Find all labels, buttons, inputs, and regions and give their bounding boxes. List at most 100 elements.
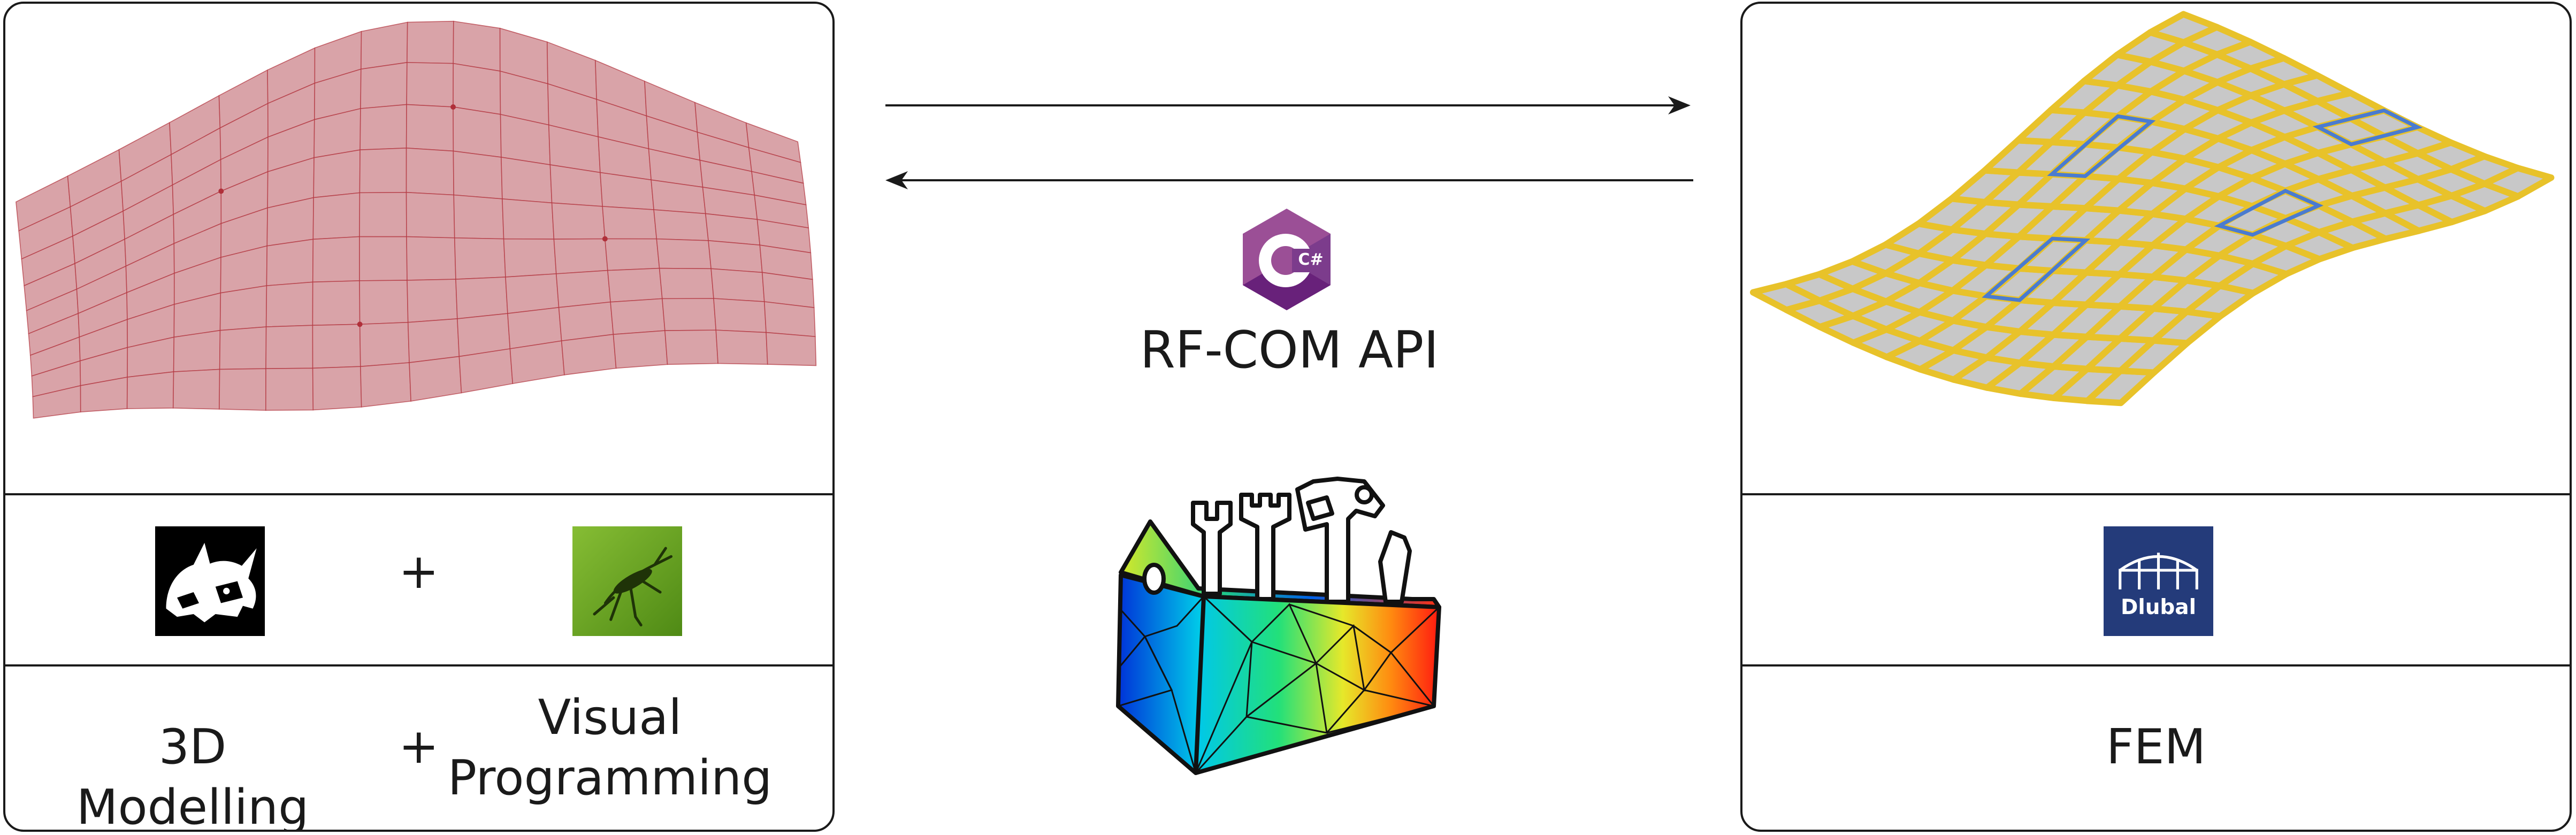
fem-frame-model: [1749, 11, 2555, 407]
surface-cell: [555, 270, 611, 308]
surface-cell: [604, 238, 660, 271]
surface-cell: [406, 62, 454, 108]
visual-label-line: Visual: [538, 690, 682, 746]
surface-cell: [407, 20, 454, 64]
surface-cell: [509, 340, 565, 385]
surface-cell: [453, 20, 501, 72]
programming-label-line: Programming: [447, 749, 773, 806]
surface-cell: [458, 348, 514, 394]
surface-cell: [661, 298, 717, 331]
surface-cell: [501, 156, 553, 204]
surface-cell: [219, 326, 267, 370]
surface-cell: [710, 268, 765, 302]
surface-cell: [406, 104, 454, 152]
surface-cell: [607, 267, 663, 303]
tools-plus-sign: +: [399, 543, 439, 600]
surface-cell: [553, 238, 608, 274]
surface-cell: [453, 63, 501, 115]
rhino-logo: [155, 526, 265, 636]
right-labels-row: FEM: [1742, 664, 2570, 830]
nurbs-surface-model: [16, 20, 817, 419]
right-image-row: [1742, 4, 2570, 493]
surface-cell: [653, 209, 709, 241]
surface-cell: [763, 301, 816, 338]
right-arrow: [885, 96, 1691, 114]
surface-cell: [312, 192, 361, 240]
surface-cell: [505, 273, 560, 314]
surface-cell: [359, 191, 407, 238]
surface-cell: [766, 332, 817, 366]
surface-cell: [406, 191, 455, 239]
surface-cell: [360, 104, 407, 151]
surface-cell: [453, 106, 502, 158]
surface-cell: [602, 206, 658, 240]
right-logos-row: Dlubal: [1742, 493, 2570, 664]
joint-highlight: [2214, 188, 2323, 237]
surface-cell: [656, 238, 712, 270]
left-logos-row: +: [5, 493, 832, 664]
surface-cell: [360, 362, 411, 408]
surface-cell: [503, 238, 557, 278]
modelling-label: 3D Modelling: [76, 719, 309, 832]
surface-cell: [406, 236, 456, 281]
surface-cell: [551, 202, 606, 240]
surface-cell: [359, 147, 407, 194]
surface-cell: [610, 298, 666, 335]
rf-com-api-label: RF-COM API: [1140, 321, 1439, 380]
surface-cell: [219, 285, 267, 331]
surface-cell: [266, 239, 314, 287]
surface-cell: [664, 330, 718, 365]
control-point: [218, 188, 224, 194]
surface-cell: [613, 330, 668, 369]
surface-cell: [360, 62, 408, 109]
left-labels-row: 3D Modelling + Visual Programming: [5, 664, 832, 832]
dlubal-logo-text: Dlubal: [2121, 595, 2196, 619]
surface-cell: [406, 147, 455, 196]
left-panel: + 3D Modelling + Vis: [3, 2, 835, 832]
surface-cell: [454, 237, 506, 280]
surface-cell: [715, 330, 768, 365]
joint-highlight: [1982, 236, 2091, 302]
surface-cell: [407, 318, 460, 363]
surface-cell: [313, 149, 361, 198]
csharp-icon: C#: [1243, 209, 1331, 310]
exchange-arrows: [885, 96, 1693, 189]
left-image-row: [5, 4, 832, 493]
control-point: [450, 104, 456, 110]
surface-cell: [409, 356, 462, 402]
surface-cell: [312, 324, 361, 369]
control-point: [602, 236, 608, 242]
surface-cell: [359, 236, 408, 281]
visual-programming-label: Visual Programming: [444, 688, 776, 808]
dlubal-logo: Dlubal: [2104, 526, 2213, 636]
surface-cell: [502, 198, 555, 240]
surface-cell: [312, 236, 360, 283]
surface-cell: [713, 298, 767, 333]
control-point: [357, 321, 363, 327]
grasshopper-logo: [572, 526, 682, 636]
surface-cell: [312, 366, 362, 411]
surface-cell: [265, 281, 314, 327]
surface-cell: [561, 334, 617, 376]
toolbox-icon: [1116, 477, 1441, 775]
frame-cell: [2481, 165, 2555, 200]
surface-cell: [453, 150, 503, 200]
surface-cell: [453, 194, 505, 240]
surface-cell: [659, 267, 714, 300]
surface-cell: [455, 277, 508, 319]
surface-cell: [219, 368, 266, 411]
surface-cell: [708, 240, 763, 273]
csharp-glyph: C#: [1298, 250, 1323, 269]
joint-highlight: [2047, 114, 2156, 178]
surface-cell: [265, 325, 314, 369]
labels-plus-sign: +: [399, 718, 439, 775]
right-panel: Dlubal FEM: [1740, 2, 2572, 832]
left-arrow: [885, 171, 1693, 189]
joint-highlight: [2312, 108, 2423, 147]
surface-cell: [126, 371, 174, 409]
surface-cell: [312, 280, 361, 326]
surface-cell: [172, 369, 220, 410]
surface-cell: [359, 280, 409, 325]
surface-cell: [360, 21, 408, 70]
surface-cell: [173, 330, 221, 372]
